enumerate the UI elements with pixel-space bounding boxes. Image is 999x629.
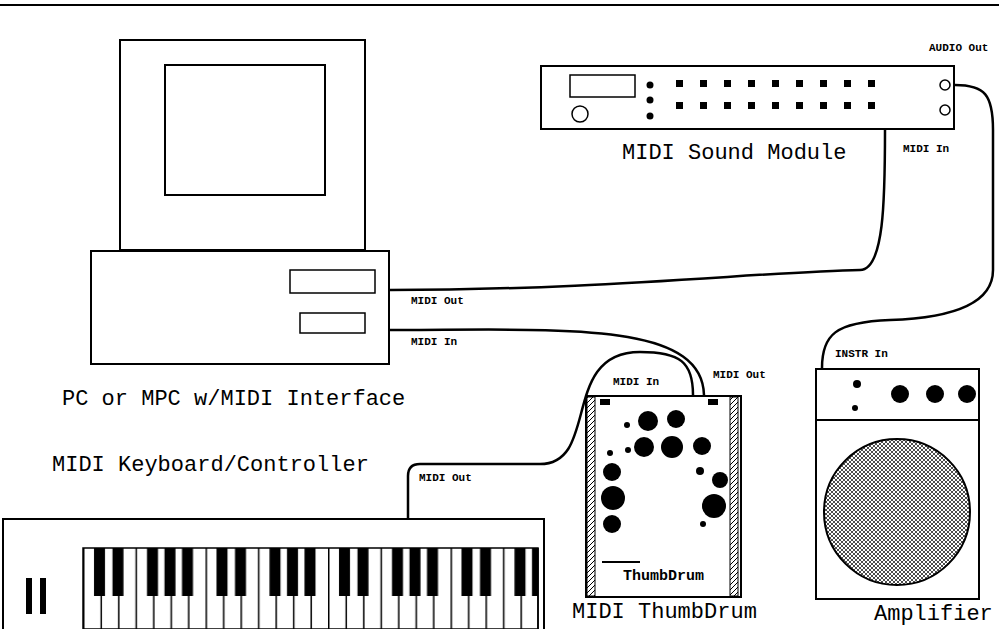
amp-led bbox=[852, 405, 858, 411]
port-label: MIDI In bbox=[902, 143, 950, 155]
module-display bbox=[570, 75, 635, 97]
midi-cable bbox=[408, 352, 693, 518]
drum-dot bbox=[700, 521, 706, 527]
drive-slot bbox=[290, 270, 375, 293]
speaker bbox=[824, 439, 970, 585]
drum-pad bbox=[661, 436, 683, 458]
side-rail bbox=[587, 397, 595, 596]
wheel bbox=[26, 578, 32, 614]
audio-jack bbox=[940, 80, 950, 90]
device-label: MIDI ThumbDrum bbox=[572, 601, 757, 625]
drum-dot bbox=[624, 422, 630, 428]
midi-cable bbox=[822, 85, 993, 368]
port-label: MIDI In bbox=[612, 376, 660, 388]
midi-cable bbox=[390, 330, 704, 395]
drum-pad bbox=[603, 463, 621, 481]
device-label: PC or MPC w/MIDI Interface bbox=[62, 388, 405, 412]
amp-panel bbox=[815, 419, 980, 421]
port-label: MIDI Out bbox=[418, 472, 473, 484]
maker-mark bbox=[602, 561, 640, 563]
thumbdrum-box: ThumbDrumMIDI ThumbDrum bbox=[585, 395, 742, 598]
audio-jack bbox=[940, 105, 950, 115]
sound-module: MIDI Sound Module bbox=[540, 65, 955, 130]
port-label: MIDI In bbox=[410, 336, 458, 348]
monitor bbox=[120, 40, 365, 250]
drum-pad bbox=[693, 437, 711, 455]
midi-cable bbox=[390, 130, 885, 290]
drum-pad bbox=[634, 437, 654, 457]
drum-pad bbox=[712, 472, 728, 488]
keyboard-controller: MIDI Keyboard/Controller bbox=[2, 518, 545, 629]
key-line bbox=[537, 548, 539, 629]
amp-knob bbox=[958, 385, 976, 403]
computer-base: PC or MPC w/MIDI Interface bbox=[90, 250, 390, 365]
top-rule bbox=[0, 4, 999, 6]
midi-jack bbox=[708, 399, 718, 405]
drum-pad bbox=[702, 494, 726, 518]
module-led bbox=[647, 113, 654, 120]
monitor-screen bbox=[165, 65, 325, 195]
device-name: ThumbDrum bbox=[599, 569, 728, 586]
port-label: MIDI Out bbox=[712, 369, 767, 381]
wheel bbox=[40, 578, 46, 614]
port-label: AUDIO Out bbox=[928, 42, 989, 54]
module-led bbox=[647, 97, 654, 104]
amplifier-box: Amplifier bbox=[815, 368, 980, 600]
drive-slot bbox=[300, 313, 365, 333]
drum-pad bbox=[667, 410, 685, 428]
drum-dot bbox=[696, 467, 704, 475]
drum-pad bbox=[603, 515, 621, 533]
drum-dot bbox=[625, 447, 631, 453]
drum-pad bbox=[601, 486, 625, 510]
device-label: Amplifier bbox=[874, 603, 993, 627]
device-label: MIDI Sound Module bbox=[622, 142, 846, 166]
input-jack bbox=[853, 380, 861, 388]
module-led bbox=[647, 82, 654, 89]
module-buttons bbox=[676, 80, 892, 109]
amp-knob bbox=[891, 385, 909, 403]
port-label: INSTR In bbox=[834, 348, 889, 360]
device-label: MIDI Keyboard/Controller bbox=[52, 454, 369, 478]
drum-dot bbox=[607, 450, 613, 456]
midi-jack bbox=[600, 399, 610, 405]
port-label: MIDI Out bbox=[410, 295, 465, 307]
module-knob bbox=[572, 106, 588, 122]
amp-knob bbox=[926, 385, 944, 403]
keyboard-keys bbox=[83, 548, 538, 629]
side-rail bbox=[730, 397, 738, 596]
drum-pad bbox=[638, 411, 658, 431]
